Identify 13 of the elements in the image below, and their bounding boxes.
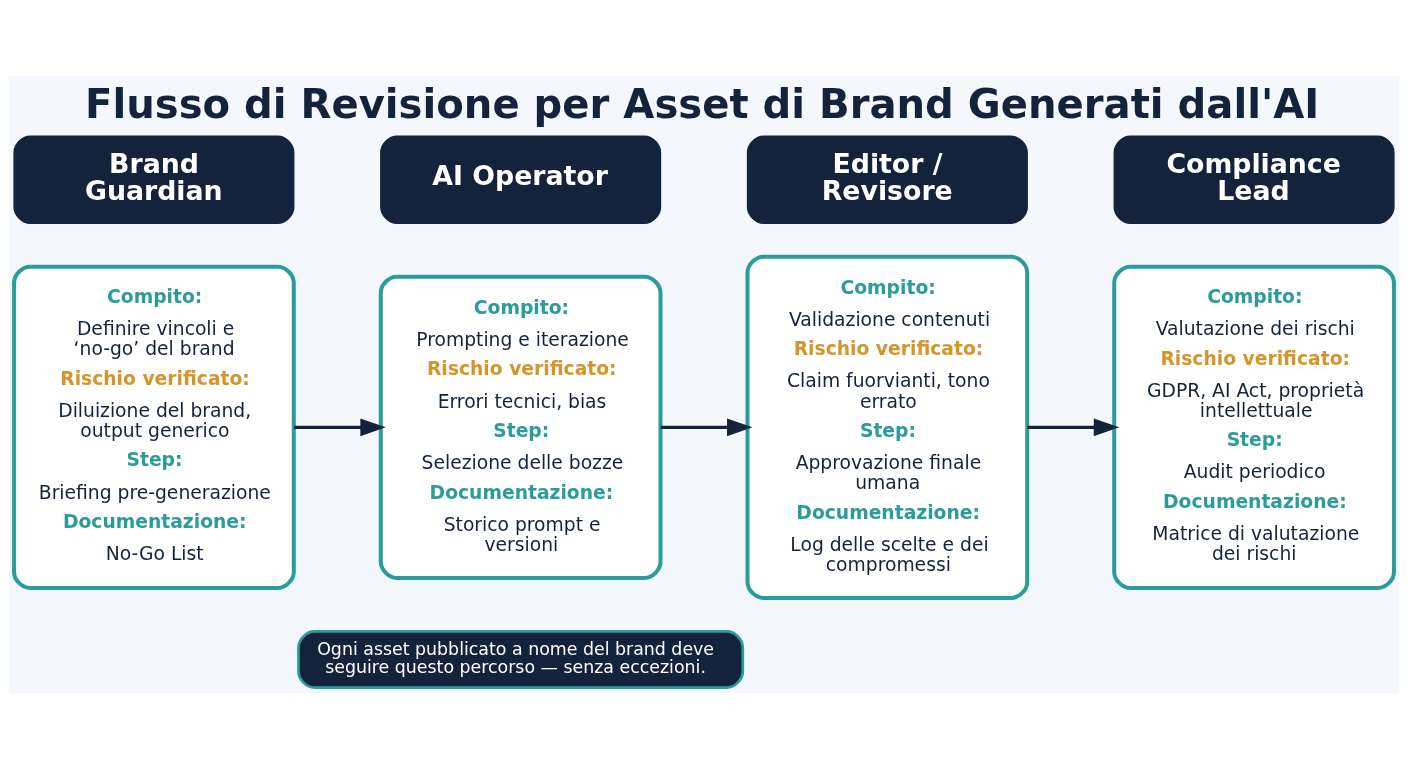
arrow: [1027, 417, 1120, 436]
node-box: Compito: Valutazione dei rischi Rischio verificato: GDPR, AI Act, proprietà intellettuale Step: Audit periodico Documentazione: Matrice di valutazione dei rischi: [1112, 264, 1396, 590]
diagram-title: Flusso di Revisione per Asset di Brand Generati dall'AI: [84, 79, 1320, 126]
node-box: Compliance Lead: [1113, 135, 1395, 224]
node-box: AI Operator: [380, 135, 662, 224]
arrow: [293, 417, 386, 436]
node-box: Compito: Prompting e iterazione Rischio verificato: Errori tecnici, bias Step: Selezione delle bozze Documentazione: Storico prompt e versioni: [378, 274, 663, 580]
node-box: Compito: Definire vincoli e ‘no-go’ del brand Rischio verificato: Diluizione del brand, output generico Step: Briefing pre-generazione Documentazione: No-Go List: [12, 264, 296, 590]
node-box: Compito: Validazione contenuti Rischio verificato: Claim fuorvianti, tono errato Step: Approvazione finale umana Documentazione: Log delle scelte e dei compromessi: [745, 254, 1030, 600]
node-box: Brand Guardian: [13, 135, 295, 224]
arrow: [660, 417, 753, 436]
node-box: Ogni asset pubblicato a nome del brand deve seguire questo percorso — senza eccezioni.: [297, 629, 745, 689]
node-box: Editor / Revisore: [746, 135, 1028, 224]
